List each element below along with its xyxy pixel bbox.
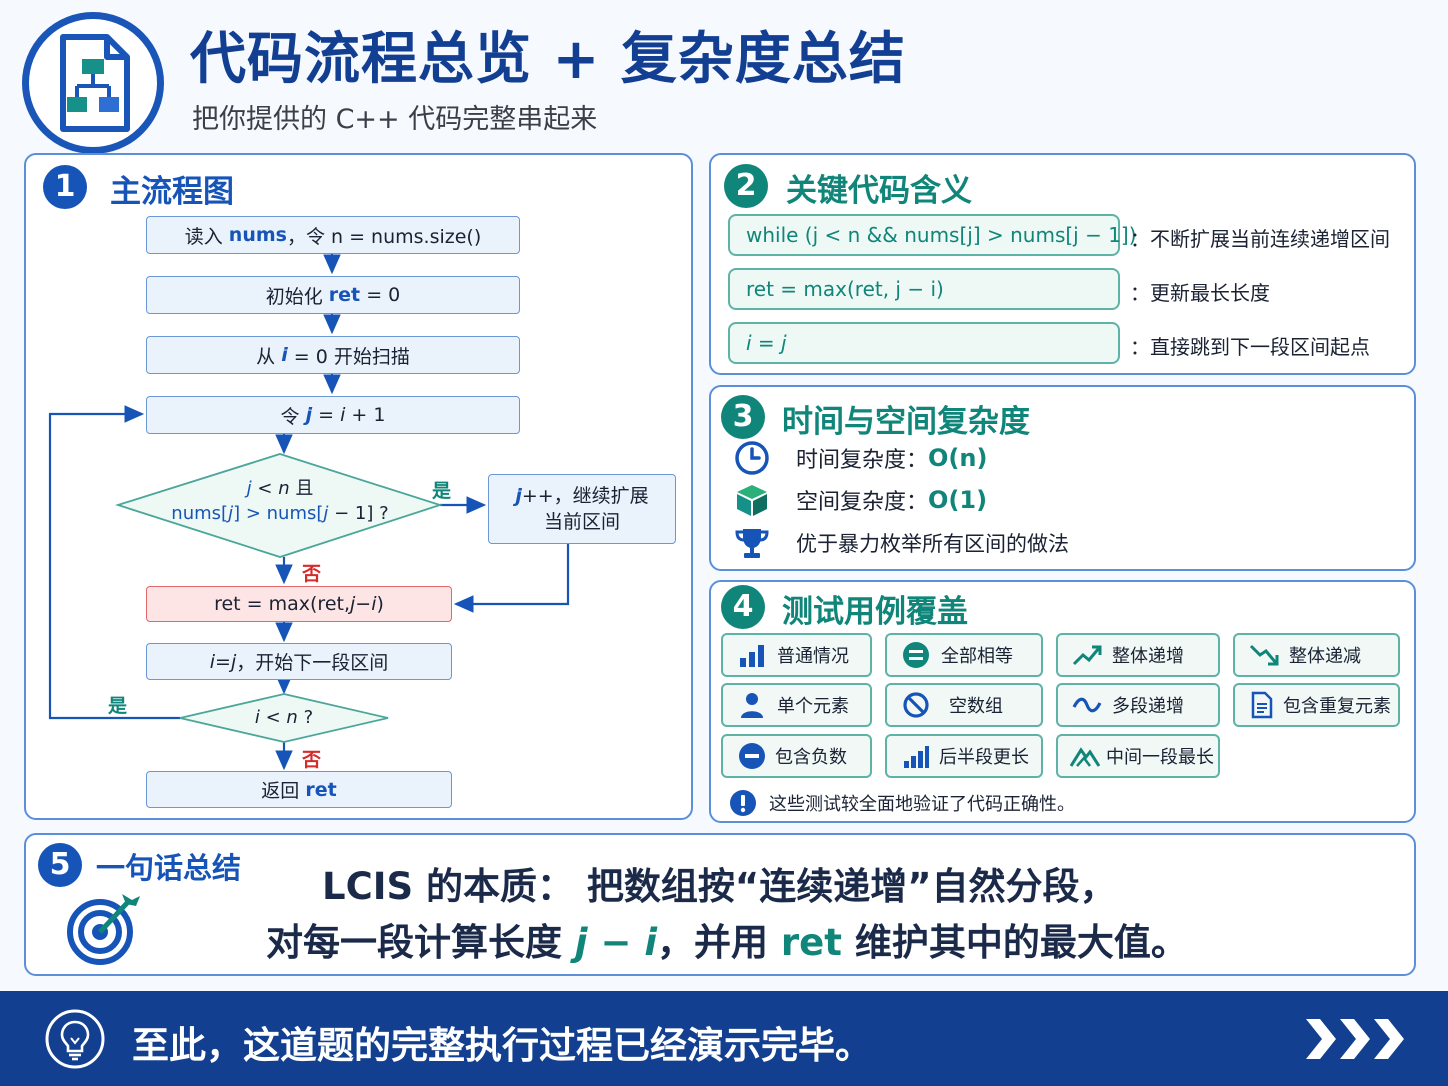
return-step: 返回 ret bbox=[146, 771, 452, 808]
section-number: 4 bbox=[721, 585, 765, 629]
cube-icon bbox=[737, 485, 767, 516]
lightbulb-icon bbox=[45, 1009, 105, 1069]
section-number: 5 bbox=[38, 843, 82, 887]
code-description: ：直接跳到下一段区间起点 bbox=[1130, 335, 1370, 359]
summary-panel bbox=[24, 833, 1416, 976]
next-arrows-icon[interactable] bbox=[1304, 1016, 1408, 1062]
set-j-step: 令 j = i + 1 bbox=[146, 396, 520, 434]
test-case-multi-segment: 多段递增 bbox=[1056, 683, 1220, 727]
trend-down-icon bbox=[1249, 640, 1279, 670]
section-title: 测试用例覆盖 bbox=[782, 594, 968, 630]
page-subtitle: 把你提供的 C++ 代码完整串起来 bbox=[192, 104, 598, 135]
section-title: 一句话总结 bbox=[96, 851, 242, 885]
wave-icon bbox=[1072, 690, 1102, 720]
footer-message: 至此，这道题的完整执行过程已经演示完毕。 bbox=[132, 1024, 872, 1067]
equal-icon bbox=[901, 640, 931, 670]
test-case-increasing: 整体递增 bbox=[1056, 633, 1220, 677]
test-case-empty-array: 空数组 bbox=[885, 683, 1043, 727]
flowchart-connectors bbox=[48, 254, 570, 771]
decision-diamond bbox=[115, 453, 443, 558]
test-coverage-note: 这些测试较全面地验证了代码正确性。 bbox=[729, 789, 1075, 817]
alert-icon bbox=[730, 790, 756, 816]
footer-bar bbox=[0, 991, 1448, 1086]
mountain-icon bbox=[1070, 741, 1100, 771]
empty-icon bbox=[901, 690, 931, 720]
section-title: 时间与空间复杂度 bbox=[782, 404, 1030, 440]
section-title: 关键代码含义 bbox=[786, 173, 972, 209]
test-case-middle-longest: 中间一段最长 bbox=[1056, 734, 1220, 778]
init-ret-step: 初始化 ret = 0 bbox=[146, 276, 520, 314]
minus-icon bbox=[737, 741, 767, 771]
no-label: 否 bbox=[302, 563, 322, 585]
test-case-later-longer: 后半段更长 bbox=[885, 734, 1043, 778]
clock-icon bbox=[735, 441, 769, 475]
space-complexity-value: O(1) bbox=[928, 486, 988, 514]
advantage-row: 优于暴力枚举所有区间的做法 bbox=[734, 525, 1069, 561]
document-icon bbox=[1247, 690, 1277, 720]
test-case-decreasing: 整体递减 bbox=[1233, 633, 1400, 677]
complexity-panel bbox=[709, 385, 1416, 571]
time-complexity-row: 时间复杂度：O(n) bbox=[734, 440, 987, 476]
test-case-negatives: 包含负数 bbox=[721, 734, 872, 778]
extend-interval-step: j++，继续扩展 当前区间 bbox=[488, 474, 676, 544]
trend-up-icon bbox=[1072, 640, 1102, 670]
test-case-duplicates: 包含重复元素 bbox=[1233, 683, 1400, 727]
trophy-icon bbox=[735, 529, 769, 558]
bar-rising-icon bbox=[901, 741, 931, 771]
section-number: 2 bbox=[724, 164, 768, 208]
test-case-normal: 普通情况 bbox=[721, 633, 872, 677]
start-scan-step: 从 i = 0 开始扫描 bbox=[146, 336, 520, 374]
test-case-single-element: 单个元素 bbox=[721, 683, 872, 727]
summary-line-2: 对每一段计算长度 j − i，并用 ret 维护其中的最大值。 bbox=[266, 921, 1188, 964]
update-ret-step: ret = max(ret, j − i) bbox=[146, 586, 452, 622]
yes-label: 是 bbox=[432, 480, 452, 502]
code-description: ：不断扩展当前连续递增区间 bbox=[1130, 227, 1390, 251]
test-case-all-equal: 全部相等 bbox=[885, 633, 1043, 677]
code-snippet: while (j < n && nums[j] > nums[j − 1]) bbox=[728, 214, 1137, 256]
next-interval-step: i = j，开始下一段区间 bbox=[146, 643, 452, 680]
code-description: ：更新最长长度 bbox=[1130, 281, 1270, 305]
bar-chart-icon bbox=[737, 640, 767, 670]
flowchart-document-logo bbox=[22, 12, 164, 154]
target-icon bbox=[67, 894, 140, 965]
read-input-step: 读入 nums，令 n = nums.size() bbox=[146, 216, 520, 254]
section-number: 3 bbox=[721, 395, 765, 439]
section-title: 主流程图 bbox=[110, 174, 234, 210]
page-title: 代码流程总览 + 复杂度总结 bbox=[190, 27, 906, 92]
loop-no-label: 否 bbox=[302, 749, 322, 771]
loop-condition-text: i < n ? bbox=[254, 707, 314, 728]
decision-condition-text: j < n 且 nums[j] > nums[j − 1] ? bbox=[171, 478, 389, 524]
space-complexity-row: 空间复杂度：O(1) bbox=[734, 482, 987, 518]
loop-yes-label: 是 bbox=[108, 695, 128, 717]
loop-decision-diamond bbox=[179, 693, 389, 743]
section-number: 1 bbox=[43, 165, 87, 209]
person-icon bbox=[737, 690, 767, 720]
code-snippet: i = j bbox=[728, 322, 1120, 364]
time-complexity-value: O(n) bbox=[928, 444, 988, 472]
code-snippet: ret = max(ret, j − i) bbox=[728, 268, 1120, 310]
summary-line-1: LCIS 的本质： 把数组按“连续递增”自然分段， bbox=[322, 865, 1117, 908]
